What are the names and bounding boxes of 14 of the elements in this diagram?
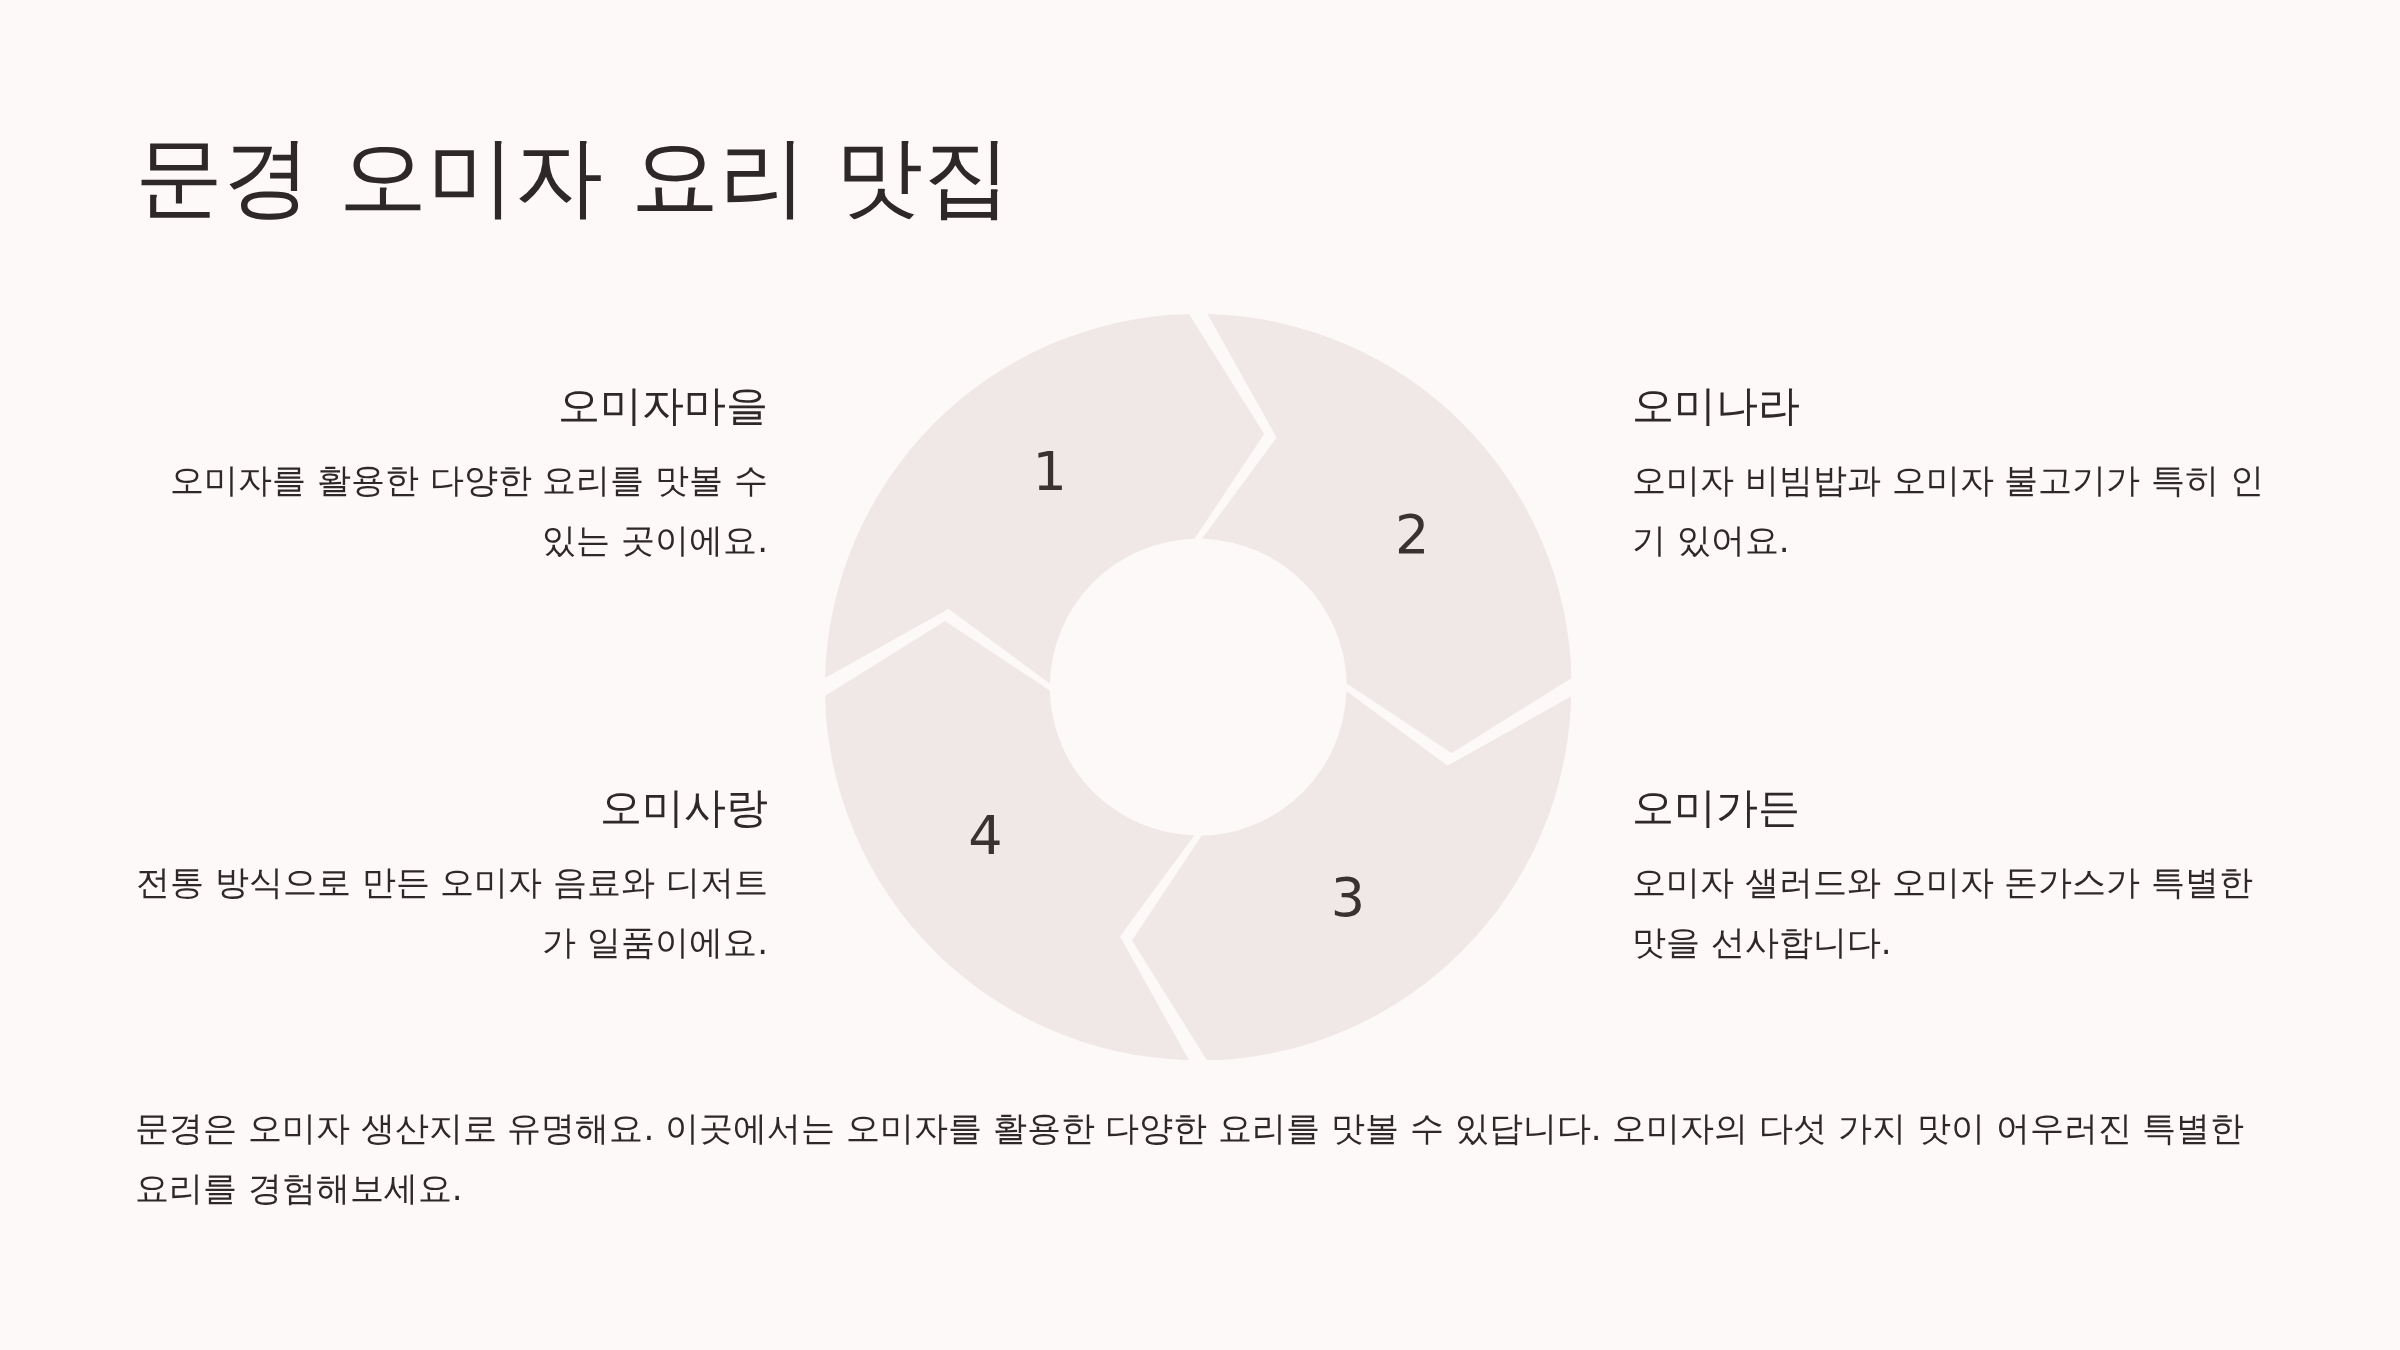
segment-heading: 오미사랑 <box>599 782 768 834</box>
caption: 문경은 오미자 생산지로 유명해요. 이곳에서는 오미자를 활용한 다양한 요리를 맛볼 수 있답니다. 오미자의 다섯 가지 맛이 어우러진 특별한 요리를 경험해보세요. <box>135 1107 2246 1210</box>
description-text: 전통 방식으로 만든 오미자 음료와 디저트가 일품이에요. <box>134 861 768 964</box>
step-number: 2 <box>1395 502 1430 566</box>
segment-heading: 오미자마을 <box>557 380 768 432</box>
description-text: 오미자를 활용한 다양한 요리를 맛볼 수 있는 곳이에요. <box>168 459 768 562</box>
description-text: 오미자 샐러드와 오미자 돈가스가 특별한 맛을 선사합니다. <box>1632 861 2255 964</box>
step-number: 3 <box>1330 865 1366 929</box>
description-text: 오미자 비빔밥과 오미자 불고기가 특히 인기 있어요. <box>1632 459 2266 562</box>
step-number: 1 <box>1032 439 1067 503</box>
segment-heading: 오미가든 <box>1632 782 1801 834</box>
title: 문경 오미자 요리 맛집 <box>135 124 1011 230</box>
segment-heading: 오미나라 <box>1632 380 1801 432</box>
step-number: 4 <box>968 803 1003 867</box>
